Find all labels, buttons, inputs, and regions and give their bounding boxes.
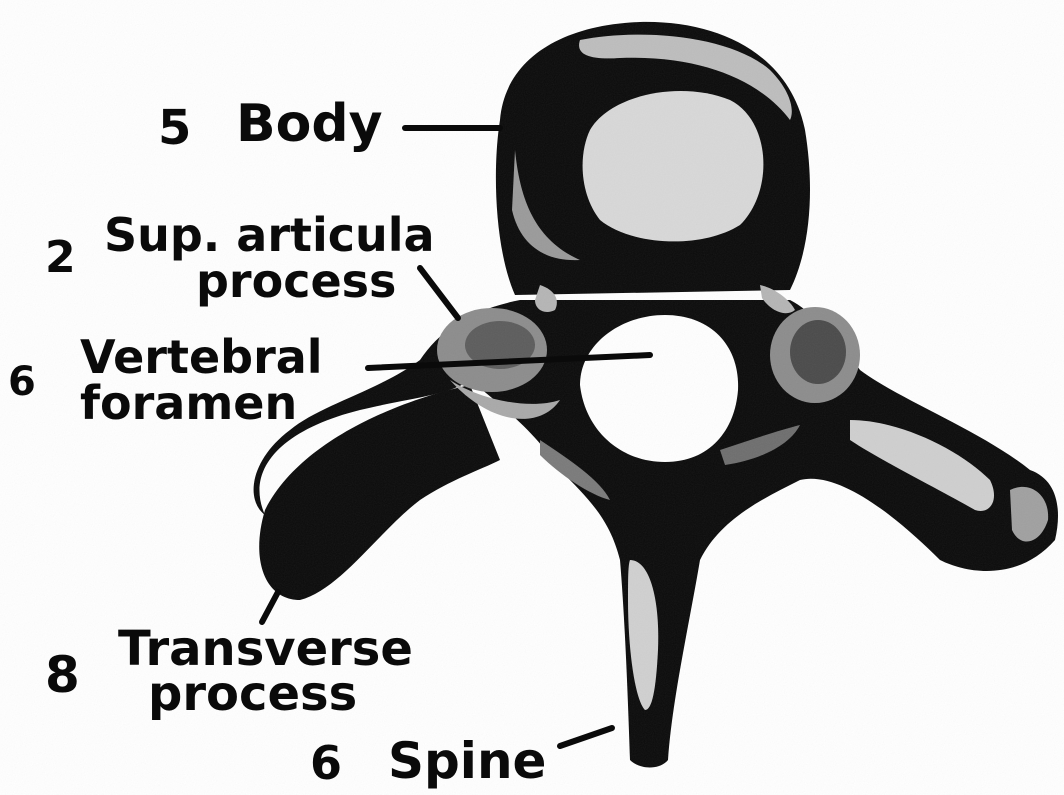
sup-articular-number: 2 (45, 236, 76, 280)
sup-articular-label-line2: process (196, 258, 396, 304)
spine-label: Spine (388, 736, 546, 786)
vertebral-foramen-number: 6 (8, 362, 36, 402)
vertebral-foramen-label-line1: Vertebral (80, 334, 323, 380)
transverse-number: 8 (45, 650, 80, 700)
body-label: Body (236, 98, 382, 150)
spine-number: 6 (310, 740, 342, 786)
body-number: 5 (158, 104, 191, 152)
transverse-label-line2: process (148, 670, 357, 718)
sup-articular-label-line1: Sup. articula (104, 212, 435, 258)
vertebral-foramen-label-line2: foramen (80, 380, 297, 426)
